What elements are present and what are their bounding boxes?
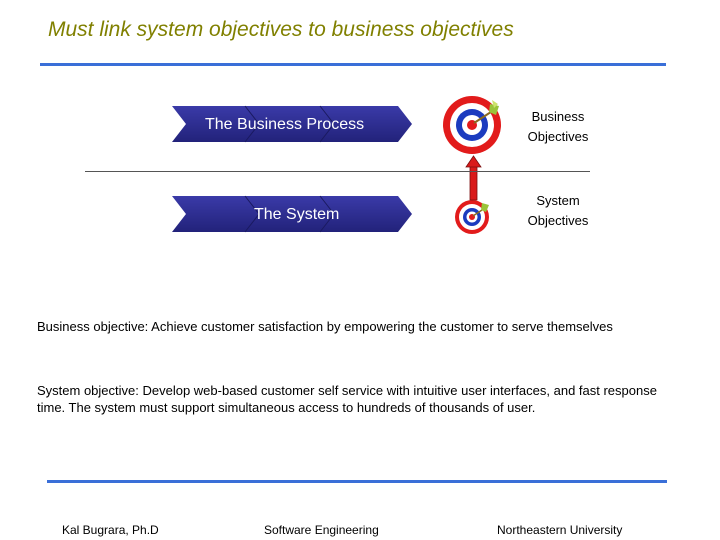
footer-institution: Northeastern University <box>497 523 623 537</box>
business-process-label: The Business Process <box>205 116 365 133</box>
business-target-icon <box>443 96 501 154</box>
system-objectives-label: System Objectives <box>508 191 608 231</box>
bottom-rule <box>47 480 667 483</box>
system-objectives-line1: System <box>536 193 580 208</box>
slide-title: Must link system objectives to business … <box>48 18 514 41</box>
footer-author: Kal Bugrara, Ph.D <box>62 523 159 537</box>
system-objectives-line2: Objectives <box>527 213 589 228</box>
business-objectives-label: Business Objectives <box>508 107 608 147</box>
system-banner <box>172 195 412 233</box>
business-process-banner <box>172 105 412 143</box>
diagram-divider <box>85 171 590 172</box>
system-objective-text: System objective: Develop web-based cust… <box>37 383 657 415</box>
business-objectives-line1: Business <box>531 109 585 124</box>
top-rule <box>40 63 666 66</box>
business-objectives-line2: Objectives <box>527 129 589 144</box>
system-target-icon <box>455 200 489 234</box>
system-label: The System <box>254 206 340 223</box>
link-arrow <box>465 155 482 201</box>
business-objective-text: Business objective: Achieve customer sat… <box>37 319 613 334</box>
footer-course: Software Engineering <box>264 523 379 537</box>
